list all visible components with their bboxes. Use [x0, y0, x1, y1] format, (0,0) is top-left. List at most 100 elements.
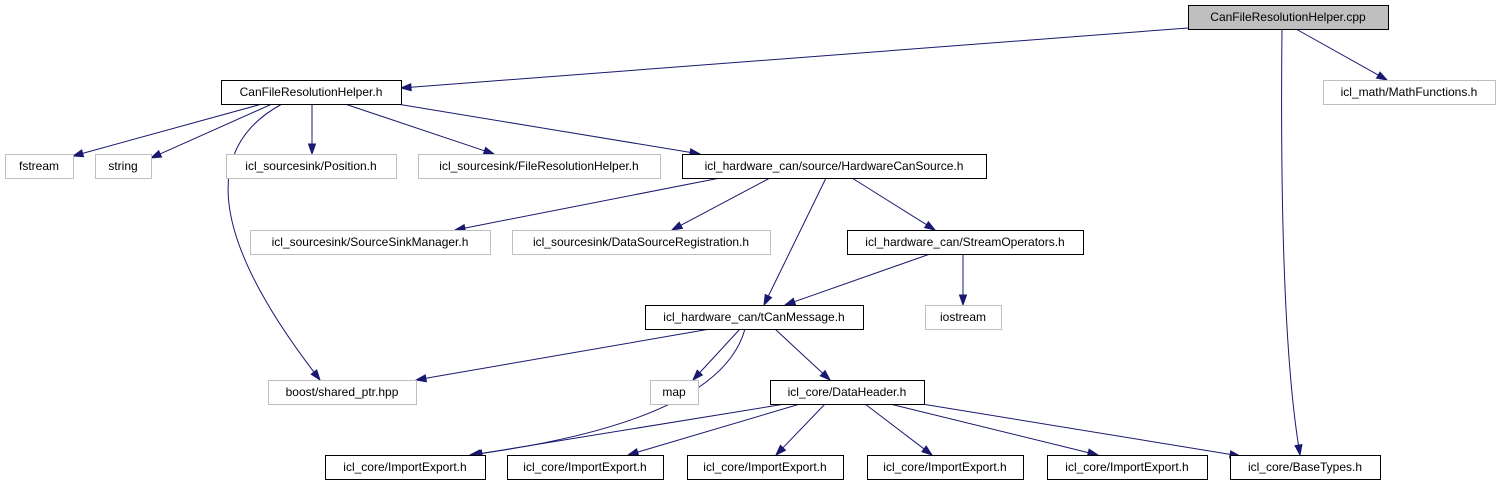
- edge-cpp-to-basetypes: [1281, 28, 1303, 457]
- node-datasourcereg: icl_sourcesink/DataSourceRegistration.h: [512, 230, 771, 255]
- node-box: [1188, 5, 1389, 30]
- arrowhead-icon: [923, 220, 937, 231]
- node-box: [512, 230, 771, 255]
- node-position: icl_sourcesink/Position.h: [226, 154, 397, 179]
- node-ie3[interactable]: icl_core/ImportExport.h: [687, 455, 844, 480]
- arrowhead-icon: [1294, 443, 1303, 457]
- arrowhead-icon: [414, 374, 428, 383]
- arrowhead-icon: [71, 149, 85, 158]
- node-box: [770, 380, 925, 405]
- edge-h-to-fstream: [71, 103, 263, 158]
- node-box: [418, 154, 661, 179]
- node-label: icl_sourcesink/FileResolutionHelper.h: [439, 159, 638, 173]
- edge-line: [774, 328, 824, 374]
- edge-line: [794, 253, 931, 303]
- node-box: [250, 230, 491, 255]
- node-label: icl_hardware_can/tCanMessage.h: [663, 310, 844, 324]
- node-box: [507, 455, 664, 480]
- edge-h-to-position: [307, 104, 317, 156]
- edge-dataheader-to-ie1: [470, 403, 786, 458]
- node-label: icl_core/ImportExport.h: [343, 460, 466, 474]
- node-basetypes[interactable]: icl_core/BaseTypes.h: [1230, 455, 1381, 480]
- edge-streamops-to-iostream: [958, 254, 968, 307]
- node-box: [867, 455, 1024, 480]
- node-box: [1047, 455, 1208, 480]
- arrowhead-icon: [626, 447, 640, 457]
- node-label: icl_math/MathFunctions.h: [1341, 85, 1478, 99]
- node-box: [682, 154, 987, 179]
- node-box: [925, 305, 1002, 330]
- node-cpp[interactable]: CanFileResolutionHelper.cpp: [1188, 5, 1389, 30]
- node-label: CanFileResolutionHelper.h: [240, 85, 383, 99]
- node-dataheader[interactable]: icl_core/DataHeader.h: [770, 380, 925, 405]
- edge-line: [344, 103, 485, 152]
- node-box: [325, 455, 486, 480]
- node-label: icl_core/ImportExport.h: [883, 460, 1006, 474]
- edge-line: [425, 328, 711, 379]
- edge-line: [889, 403, 1089, 454]
- node-ie4[interactable]: icl_core/ImportExport.h: [867, 455, 1024, 480]
- edge-line: [637, 403, 801, 453]
- node-box: [847, 230, 1084, 255]
- edge-line: [851, 177, 927, 226]
- edge-hwcansource-to-tcanmsg: [763, 177, 827, 307]
- edge-line: [396, 103, 691, 153]
- edge-tcanmsg-to-ie1: [468, 328, 746, 458]
- node-box: [1323, 80, 1496, 105]
- edge-line: [159, 103, 273, 155]
- edge-dataheader-to-ie2: [626, 403, 801, 457]
- node-ie2[interactable]: icl_core/ImportExport.h: [507, 455, 664, 480]
- node-label: icl_core/ImportExport.h: [703, 460, 826, 474]
- node-ie1[interactable]: icl_core/ImportExport.h: [325, 455, 486, 480]
- arrowhead-icon: [691, 369, 704, 382]
- arrowhead-icon: [670, 221, 684, 231]
- node-iostream: iostream: [925, 305, 1002, 330]
- node-box: [5, 154, 74, 179]
- edge-line: [227, 103, 315, 373]
- node-label: icl_hardware_can/StreamOperators.h: [865, 235, 1064, 249]
- arrowhead-icon: [774, 444, 787, 457]
- edge-line: [921, 403, 1231, 455]
- edge-line: [782, 403, 826, 449]
- node-label: icl_core/DataHeader.h: [788, 385, 907, 399]
- node-hwcansource[interactable]: icl_hardware_can/source/HardwareCanSourc…: [682, 154, 987, 179]
- node-sharedptr: boost/shared_ptr.hpp: [268, 380, 417, 405]
- edge-h-to-string: [149, 103, 273, 159]
- node-map: map: [650, 380, 699, 405]
- node-sourcesinkmgr: icl_sourcesink/SourceSinkManager.h: [250, 230, 491, 255]
- arrowhead-icon: [1375, 71, 1389, 81]
- node-label: icl_hardware_can/source/HardwareCanSourc…: [705, 159, 964, 173]
- node-streamops[interactable]: icl_hardware_can/StreamOperators.h: [847, 230, 1084, 255]
- edge-line: [479, 328, 746, 455]
- node-h[interactable]: CanFileResolutionHelper.h: [221, 80, 402, 105]
- edge-h-to-filereshelper: [344, 103, 496, 155]
- edge-streamops-to-tcanmsg: [783, 253, 931, 306]
- edge-line: [464, 177, 721, 229]
- node-ie5[interactable]: icl_core/ImportExport.h: [1047, 455, 1208, 480]
- edge-hwcansource-to-datasourcereg: [670, 177, 771, 231]
- arrowhead-icon: [921, 445, 934, 456]
- node-box: [268, 380, 417, 405]
- node-string: string: [95, 154, 152, 179]
- nodes-layer: CanFileResolutionHelper.cppCanFileResolu…: [5, 5, 1496, 480]
- edge-line: [1281, 28, 1299, 446]
- edge-line: [699, 328, 741, 373]
- arrowhead-icon: [482, 146, 496, 155]
- edge-tcanmsg-to-sharedptr: [414, 328, 711, 383]
- node-label: map: [662, 385, 686, 399]
- node-label: icl_sourcesink/SourceSinkManager.h: [272, 235, 469, 249]
- node-label: iostream: [940, 310, 986, 324]
- node-label: icl_core/ImportExport.h: [523, 460, 646, 474]
- node-tcanmsg[interactable]: icl_hardware_can/tCanMessage.h: [645, 305, 864, 330]
- edge-h-to-sharedptr: [227, 103, 321, 382]
- node-label: fstream: [19, 159, 59, 173]
- node-box: [95, 154, 152, 179]
- node-box: [650, 380, 699, 405]
- arrowhead-icon: [149, 149, 163, 159]
- node-label: icl_core/ImportExport.h: [1065, 460, 1188, 474]
- node-label: string: [108, 159, 137, 173]
- edge-line: [410, 27, 1189, 88]
- node-label: icl_sourcesink/Position.h: [245, 159, 376, 173]
- arrowhead-icon: [399, 83, 412, 92]
